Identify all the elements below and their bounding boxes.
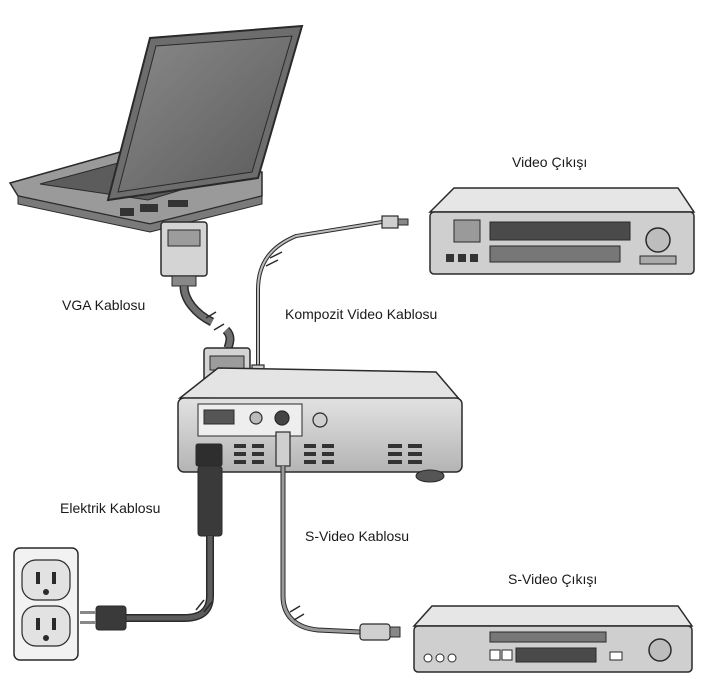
composite-cable-break bbox=[265, 251, 283, 267]
power-socket bbox=[195, 443, 223, 467]
svideo-source-device bbox=[412, 605, 694, 673]
vga-cable-break bbox=[205, 311, 225, 331]
composite-video-cable bbox=[251, 215, 409, 390]
svideo-cable bbox=[275, 431, 401, 641]
vga-cable bbox=[160, 221, 251, 399]
projector-top bbox=[177, 367, 462, 401]
projector-foot bbox=[415, 469, 445, 483]
dvd-tray bbox=[489, 631, 607, 643]
svideo-cable-label: S-Video Kablosu bbox=[305, 528, 410, 544]
dvd-display bbox=[515, 647, 597, 663]
svideo-port bbox=[274, 410, 290, 426]
vcr-tape-slot bbox=[489, 221, 631, 241]
dvd-knob bbox=[648, 638, 672, 662]
vcr-display bbox=[453, 219, 481, 243]
power-plug-wall-end bbox=[95, 605, 127, 631]
laptop-screen bbox=[117, 35, 293, 193]
composite-video-cable-label: Kompozit Video Kablosu bbox=[285, 306, 438, 322]
svideo-cable-break bbox=[289, 605, 305, 621]
projector-vents bbox=[234, 444, 422, 464]
video-output-label: Video Çıkışı bbox=[512, 154, 588, 170]
svideo-plug-projector-end bbox=[275, 431, 291, 467]
power-cable-label: Elektrik Kablosu bbox=[60, 500, 161, 516]
vga-cable-label: VGA Kablosu bbox=[62, 297, 146, 313]
power-cable bbox=[80, 465, 223, 631]
laptop-front-edge bbox=[17, 195, 263, 233]
projector bbox=[177, 367, 463, 483]
svideo-output-label: S-Video Çıkışı bbox=[508, 571, 598, 587]
laptop bbox=[8, 24, 304, 233]
dvd-buttons bbox=[423, 649, 623, 663]
projector-knob bbox=[312, 412, 328, 428]
vcr-knob bbox=[645, 227, 671, 253]
laptop-ports bbox=[120, 200, 188, 216]
svideo-plug-device-end bbox=[359, 623, 391, 641]
video-port bbox=[249, 411, 263, 425]
rca-plug-top bbox=[381, 215, 399, 229]
vcr-buttons bbox=[446, 254, 478, 262]
vga-port bbox=[203, 409, 235, 425]
video-source-device bbox=[428, 187, 696, 275]
power-plug-projector-end bbox=[197, 465, 223, 537]
wall-outlet bbox=[13, 547, 79, 661]
power-cable-break bbox=[195, 599, 213, 613]
